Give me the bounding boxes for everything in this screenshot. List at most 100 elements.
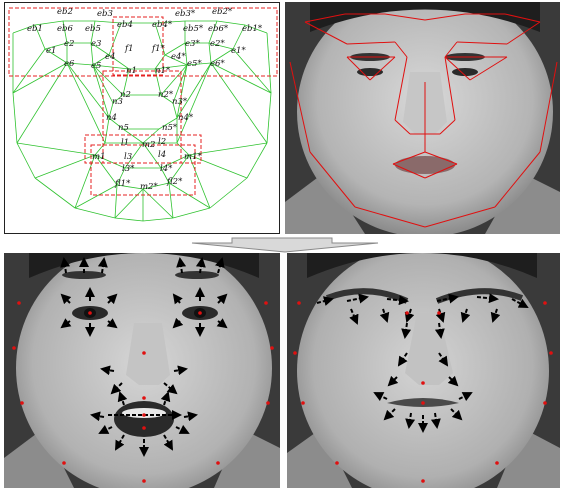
label-e3s: e3*	[185, 39, 200, 49]
label-eb3s: eb3*	[175, 9, 196, 19]
label-e2s: e2*	[210, 39, 225, 49]
mesh-edge	[13, 49, 45, 93]
face-wireframe-illustration	[285, 2, 560, 234]
mesh-edge	[211, 63, 267, 143]
mesh-edge	[35, 155, 95, 178]
label-fl2: fl2*	[166, 177, 183, 187]
label-n3s: n3*	[172, 97, 188, 107]
label-e1s: e1*	[231, 46, 246, 56]
label-eb6s: eb6*	[208, 24, 229, 34]
region-boxes	[9, 8, 277, 195]
label-eb6: eb6	[57, 24, 73, 34]
label-e5: e5	[91, 61, 101, 71]
mesh-edge	[247, 143, 267, 178]
label-f1s: f1*	[151, 44, 166, 54]
label-eb5: eb5	[85, 24, 101, 34]
landmark-dot	[142, 479, 146, 483]
landmark-dot	[549, 351, 553, 355]
landmark-dot	[216, 461, 220, 465]
landmark-dot	[142, 351, 146, 355]
label-n1s: n1*	[155, 66, 171, 76]
landmark-dot	[543, 401, 547, 405]
mesh-edge	[13, 93, 17, 143]
label-n5: n5	[118, 123, 129, 133]
label-n5s: n5*	[162, 123, 178, 133]
motion-field-illustration-right	[287, 253, 560, 488]
label-eb4s: eb4*	[152, 20, 173, 30]
landmark-dot	[405, 311, 409, 315]
landmark-dot	[266, 401, 270, 405]
label-l1: l1	[121, 138, 129, 148]
landmark-dot	[421, 479, 425, 483]
mesh-edge	[143, 218, 173, 221]
mesh-edge	[173, 208, 210, 218]
label-l3: l3	[124, 152, 132, 162]
landmark-dot	[12, 346, 16, 350]
label-eb3: eb3	[97, 9, 113, 19]
label-eb1: eb1	[27, 24, 43, 34]
label-m1: m1	[92, 152, 105, 162]
label-e2: e2	[64, 39, 74, 49]
mesh-edge	[169, 183, 173, 218]
label-n4: n4	[106, 113, 117, 123]
landmark-dot	[495, 461, 499, 465]
label-e1: e1	[46, 46, 56, 56]
landmark-dot	[17, 301, 21, 305]
landmark-dot	[20, 401, 24, 405]
landmark-dot	[88, 311, 92, 315]
mesh-edge	[17, 63, 67, 143]
mesh-edge	[13, 63, 67, 93]
label-eb4: eb4	[117, 20, 133, 30]
label-m1s: m1*	[184, 152, 202, 162]
mesh-edge	[75, 185, 117, 208]
face-motion-field-photo-right	[287, 253, 560, 488]
label-n3: n3	[112, 97, 123, 107]
label-f1: f1	[124, 44, 134, 54]
mesh-edge	[17, 143, 95, 155]
motion-field-illustration-left	[4, 253, 280, 488]
landmark-dot	[543, 301, 547, 305]
label-eb5s: eb5*	[183, 24, 204, 34]
label-e6: e6	[64, 59, 75, 69]
label-l2: l2	[158, 137, 166, 147]
label-n1: n1	[126, 66, 137, 76]
mesh-edge	[35, 178, 75, 208]
landmark-dot	[437, 311, 441, 315]
landmark-dot	[142, 413, 146, 417]
mesh-edge	[115, 185, 117, 218]
face-mesh-panel: eb2 eb3 eb3* eb2* eb1 eb6 eb5 eb4 eb4* e…	[4, 2, 280, 234]
label-eb2: eb2	[57, 7, 73, 17]
mesh-edge	[115, 189, 143, 218]
mesh-labels: eb2 eb3 eb3* eb2* eb1 eb6 eb5 eb4 eb4* e…	[27, 7, 263, 192]
label-n4s: n4*	[178, 113, 194, 123]
label-m2s: m2*	[140, 182, 158, 192]
mesh-edge	[143, 189, 173, 218]
face-wireframe-photo	[285, 2, 560, 234]
label-e5s: e5*	[187, 59, 202, 69]
landmark-dot	[62, 461, 66, 465]
face-mesh-diagram: eb2 eb3 eb3* eb2* eb1 eb6 eb5 eb4 eb4* e…	[5, 3, 280, 234]
label-l4: l4	[158, 150, 166, 160]
landmark-dot	[301, 401, 305, 405]
mesh-edge	[210, 178, 247, 208]
label-e4s: e4*	[171, 52, 186, 62]
mesh-edge	[75, 208, 115, 218]
mesh-edge	[115, 218, 143, 221]
landmark-dot	[270, 346, 274, 350]
label-eb1s: eb1*	[242, 24, 263, 34]
landmark-dot	[421, 381, 425, 385]
label-e6s: e6*	[210, 59, 225, 69]
label-fl1: fl1*	[114, 179, 131, 189]
label-e4: e4	[105, 52, 115, 62]
mesh-edge	[267, 93, 271, 143]
landmark-dot	[142, 426, 146, 430]
arrow-down-icon	[190, 237, 380, 253]
label-l3s: l3*	[122, 164, 135, 174]
landmark-dot	[335, 461, 339, 465]
landmark-dot	[421, 401, 425, 405]
landmark-dot	[264, 301, 268, 305]
mesh-edge	[67, 63, 105, 143]
landmark-dot	[142, 396, 146, 400]
landmark-dot	[198, 311, 202, 315]
face-motion-field-photo-left	[4, 253, 280, 488]
